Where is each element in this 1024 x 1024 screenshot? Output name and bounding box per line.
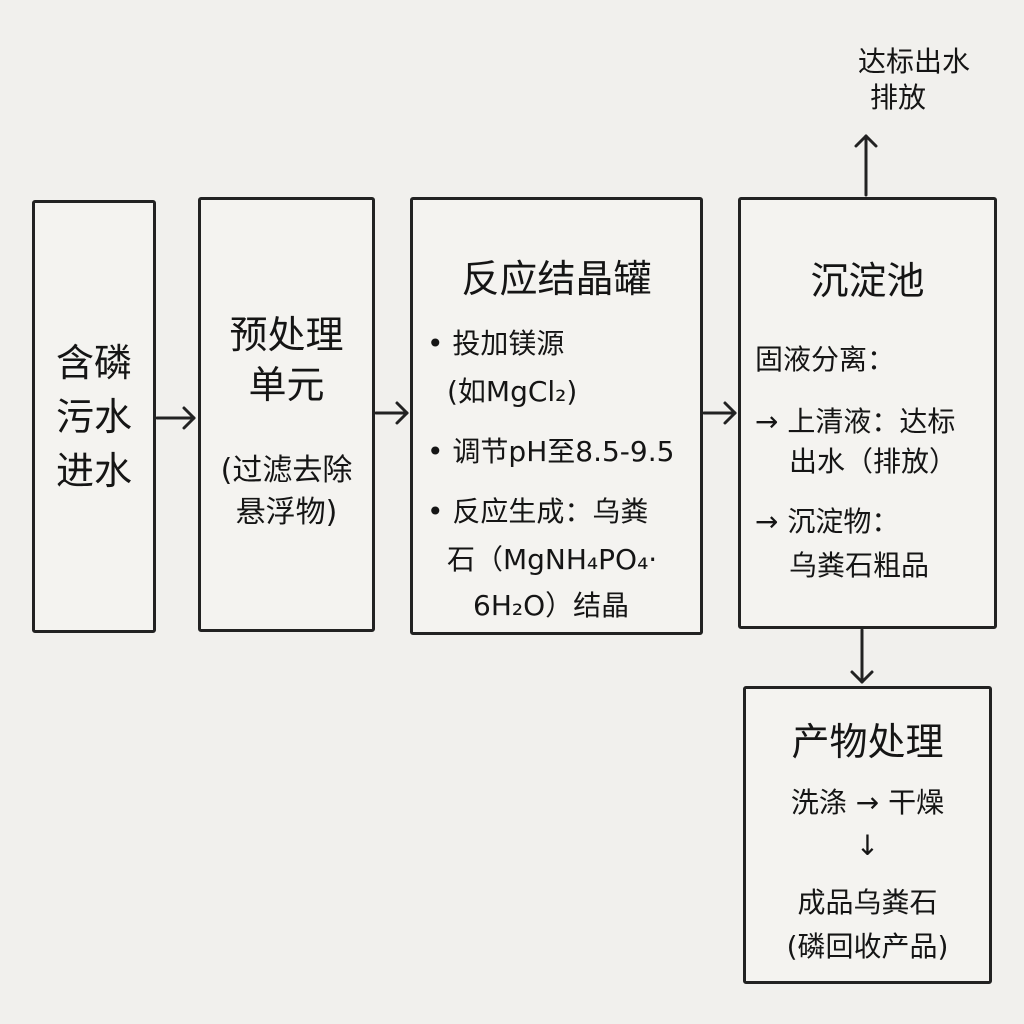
settling-title: 沉淀池: [810, 259, 925, 303]
reactor-bullet: • 投加镁源: [427, 327, 565, 360]
bullet-text: 调节pH至8.5-9.5: [452, 435, 675, 468]
reactor-bullet-cont: 6H₂O）结晶: [473, 589, 630, 622]
inlet-line: 污水: [55, 394, 132, 439]
arrow-settling-to-product: [850, 628, 874, 684]
pretreatment-title: 单元: [248, 363, 325, 407]
arrow-settling-to-discharge: [854, 134, 878, 197]
discharge-label: 达标出水 排放: [858, 44, 970, 116]
reactor-bullet: • 反应生成：乌粪: [427, 495, 649, 528]
reactor-bullet-cont: (如MgCl₂): [447, 375, 578, 408]
arrow-reactor-to-settling: [702, 401, 737, 425]
arrow-pretreatment-to-reactor: [374, 401, 409, 425]
settling-item: → 沉淀物：: [755, 505, 900, 538]
settling-item-cont: 出水（排放）: [789, 445, 958, 478]
inlet-line: 进水: [55, 448, 132, 493]
product-result: 成品乌粪石: [797, 886, 938, 919]
product-box: 产物处理 洗涤 → 干燥 ↓ 成品乌粪石 (磷回收产品): [743, 686, 992, 984]
pretreatment-note: (过滤去除: [220, 453, 353, 488]
bullet-text: 反应生成：乌粪: [452, 495, 649, 528]
reactor-bullet-cont: 石（MgNH₄PO₄·: [447, 543, 658, 576]
pretreatment-box: 预处理 单元 (过滤去除 悬浮物): [198, 197, 375, 632]
product-title: 产物处理: [791, 720, 944, 764]
pretreatment-note: 悬浮物): [235, 495, 338, 530]
settling-box: 沉淀池 固液分离： → 上清液：达标 出水（排放） → 沉淀物： 乌粪石粗品: [738, 197, 997, 629]
discharge-line: 达标出水: [858, 45, 971, 78]
settling-item-cont: 乌粪石粗品: [789, 549, 930, 582]
pretreatment-title: 预处理: [229, 313, 344, 357]
product-step: 洗涤 → 干燥: [790, 786, 945, 819]
reactor-bullet: • 调节pH至8.5-9.5: [427, 435, 675, 468]
inlet-box: 含磷 污水 进水: [32, 200, 156, 633]
product-result-note: (磷回收产品): [786, 930, 949, 963]
inlet-line: 含磷: [55, 340, 132, 385]
product-arrow: ↓: [855, 829, 880, 862]
discharge-line: 排放: [870, 81, 927, 114]
bullet-text: 投加镁源: [452, 327, 565, 360]
reactor-box: 反应结晶罐 • 投加镁源 (如MgCl₂) • 调节pH至8.5-9.5 • 反…: [410, 197, 703, 635]
reactor-title: 反应结晶罐: [461, 257, 652, 301]
arrow-inlet-to-pretreatment: [155, 406, 196, 430]
settling-subtitle: 固液分离：: [755, 343, 896, 376]
settling-item: → 上清液：达标: [755, 405, 956, 438]
